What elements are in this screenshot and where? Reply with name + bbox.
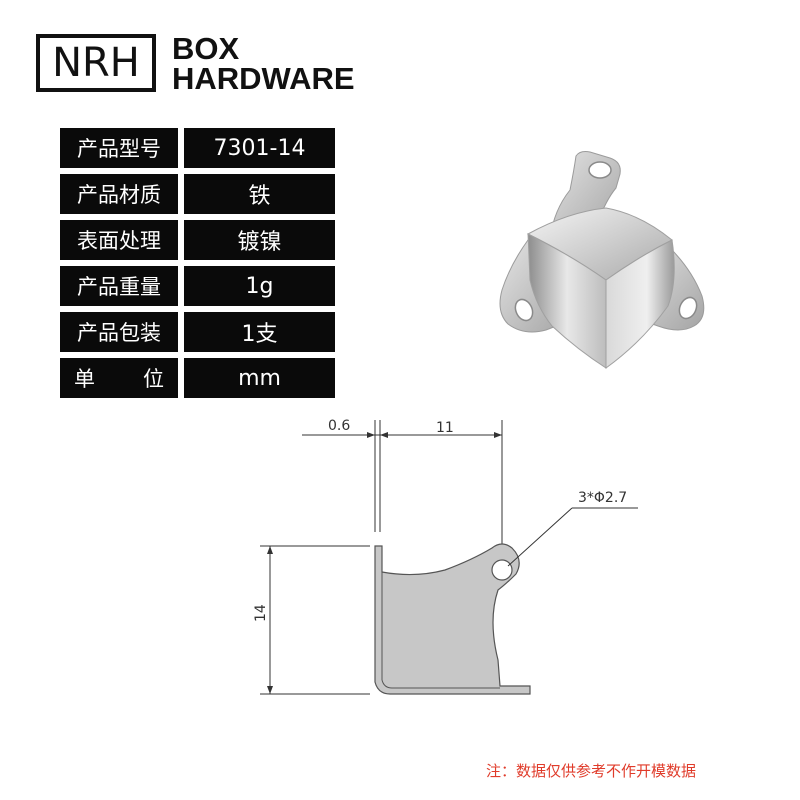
spec-value: mm bbox=[184, 358, 335, 398]
spec-row-finish: 表面处理 镀镍 bbox=[60, 220, 335, 260]
spec-key: 单 位 bbox=[60, 358, 178, 398]
arrow-thickness bbox=[367, 432, 375, 438]
spec-key: 产品型号 bbox=[60, 128, 178, 168]
arrow-height-top bbox=[267, 546, 273, 554]
spec-key-part-b: 位 bbox=[143, 367, 164, 391]
spec-value: 1支 bbox=[184, 312, 335, 352]
part-hole bbox=[491, 559, 513, 581]
right-hole bbox=[678, 296, 698, 320]
brand-line-1: BOX bbox=[172, 31, 240, 66]
spec-value: 铁 bbox=[184, 174, 335, 214]
dim-width: 11 bbox=[436, 420, 454, 436]
corner-right-face bbox=[605, 239, 675, 369]
spec-key: 产品材质 bbox=[60, 174, 178, 214]
spec-key: 表面处理 bbox=[60, 220, 178, 260]
technical-drawing: 0.6 11 14 3*Φ2.7 bbox=[253, 418, 638, 695]
arrow-width-right bbox=[494, 432, 502, 438]
dim-thickness: 0.6 bbox=[328, 418, 350, 434]
left-hole bbox=[514, 298, 534, 322]
spec-row-weight: 产品重量 1g bbox=[60, 266, 335, 306]
spec-table: 产品型号 7301-14 产品材质 铁 表面处理 镀镍 产品重量 1g 产品包装… bbox=[60, 128, 335, 404]
spec-value: 7301-14 bbox=[184, 128, 335, 168]
spec-value: 1g bbox=[184, 266, 335, 306]
brand-line-2: HARDWARE bbox=[172, 61, 355, 96]
spec-key: 产品包装 bbox=[60, 312, 178, 352]
corner-left-face bbox=[527, 233, 607, 369]
part-profile bbox=[374, 543, 531, 695]
brand-logo-mark: NRH bbox=[36, 34, 156, 92]
spec-row-model: 产品型号 7301-14 bbox=[60, 128, 335, 168]
spec-key: 产品重量 bbox=[60, 266, 178, 306]
arrow-width-left bbox=[380, 432, 388, 438]
product-photo bbox=[499, 151, 705, 369]
footer-note: 注：数据仅供参考不作开模数据 bbox=[486, 762, 697, 780]
arrow-height-bottom bbox=[267, 686, 273, 694]
top-hole bbox=[588, 161, 612, 179]
spec-row-unit: 单 位 mm bbox=[60, 358, 335, 398]
spec-row-packaging: 产品包装 1支 bbox=[60, 312, 335, 352]
spec-row-material: 产品材质 铁 bbox=[60, 174, 335, 214]
brand-logo-wordmark: BOX HARDWARE bbox=[172, 31, 355, 96]
hole-leader bbox=[507, 507, 573, 567]
part-bend bbox=[381, 679, 500, 689]
spec-value: 镀镍 bbox=[184, 220, 335, 260]
dim-hole: 3*Φ2.7 bbox=[578, 490, 627, 506]
spec-key-part-a: 单 bbox=[74, 367, 95, 391]
brand-logo-letters: NRH bbox=[52, 40, 140, 86]
dim-height: 14 bbox=[253, 604, 269, 622]
